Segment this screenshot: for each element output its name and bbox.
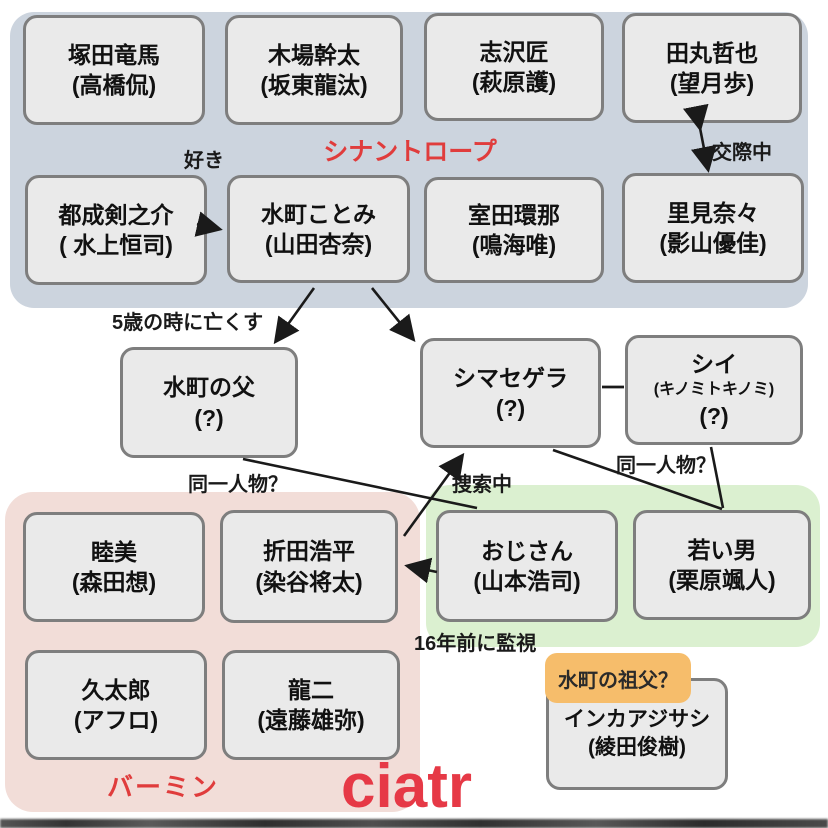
character-box-father: 水町の父 (?)	[120, 347, 298, 458]
relation-label-kousai: 交際中	[712, 142, 772, 164]
ciatr-logo: ciatr	[341, 752, 472, 821]
character-actor: (?)	[194, 404, 224, 431]
character-actor: (高橋侃)	[71, 72, 157, 98]
character-box-mizumachi: 水町ことみ (山田杏奈)	[227, 175, 410, 283]
character-actor: (鳴海唯)	[471, 232, 557, 258]
character-name: シマセゲラ	[453, 364, 568, 391]
character-box-satomi: 里見奈々 (影山優佳)	[622, 173, 804, 283]
character-actor: (森田想)	[71, 569, 157, 595]
group-title-vermin: バーミン	[106, 772, 219, 802]
bottom-edge-strip	[0, 819, 828, 828]
character-box-shizawa: 志沢匠 (萩原護)	[424, 13, 604, 121]
character-name: インカアジサシ	[563, 708, 711, 732]
character-actor: (影山優佳)	[659, 230, 767, 256]
character-actor: (遠藤雄弥)	[257, 707, 365, 733]
character-name: 折田浩平	[263, 538, 355, 565]
character-alias: (キノミトキノミ)	[653, 381, 775, 399]
character-name: 里見奈々	[667, 199, 759, 226]
character-actor: (山田杏奈)	[264, 231, 373, 257]
character-name: 塚田竜馬	[68, 41, 160, 68]
character-name: 志沢匠	[479, 38, 549, 65]
character-name: 都成剣之介	[58, 201, 174, 228]
relation-label-same-person-2: 同一人物？	[616, 455, 716, 477]
grandfather-tag: 水町の祖父？	[545, 653, 691, 703]
character-actor: ( 水上恒司)	[59, 232, 173, 258]
character-actor: (萩原護)	[471, 69, 557, 95]
character-name: 龍二	[288, 676, 334, 703]
character-actor: (アフロ)	[73, 707, 159, 733]
character-name: シイ	[691, 351, 737, 378]
character-actor: (綾田俊樹)	[588, 736, 686, 759]
character-box-kyutaro: 久太郎 (アフロ)	[25, 650, 207, 760]
character-actor: (坂東龍汰)	[260, 72, 368, 98]
character-name: 室田環那	[468, 201, 560, 228]
character-box-ojisan: おじさん (山本浩司)	[436, 510, 618, 622]
character-name: 木場幹太	[268, 41, 360, 68]
character-name: 若い男	[687, 536, 757, 563]
character-name: 久太郎	[81, 676, 151, 703]
character-actor: (?)	[699, 402, 729, 429]
character-box-shimasegera: シマセゲラ (?)	[420, 338, 601, 448]
character-box-wakai-otoko: 若い男 (栗原颯人)	[633, 510, 811, 620]
character-actor: (?)	[495, 395, 526, 421]
character-actor: (山本浩司)	[473, 568, 581, 594]
character-actor: (染谷将太)	[255, 568, 363, 595]
character-name: 睦美	[91, 538, 137, 565]
relation-label-suki: 好き	[184, 150, 224, 172]
character-actor: (栗原颯人)	[668, 567, 776, 593]
character-box-kiba: 木場幹太 (坂東龍汰)	[225, 15, 403, 125]
character-name: おじさん	[481, 537, 573, 564]
relation-label-kanshi16: 16年前に監視	[414, 633, 537, 655]
character-box-tonari: 都成剣之介 ( 水上恒司)	[25, 175, 207, 285]
character-box-ryuji: 龍二 (遠藤雄弥)	[222, 650, 400, 760]
character-name: 水町ことみ	[261, 200, 376, 227]
character-box-shii: シイ (キノミトキノミ) (?)	[625, 335, 803, 445]
group-title-sinanthrope: シナントロープ	[323, 138, 497, 166]
character-box-orita: 折田浩平 (染谷将太)	[220, 510, 398, 623]
character-name: 水町の父	[163, 374, 255, 401]
relation-label-same-person-1: 同一人物？	[188, 474, 288, 496]
character-box-tsukada: 塚田竜馬 (高橋侃)	[23, 15, 205, 125]
relation-label-shinu5: 5歳の時に亡くす	[112, 312, 264, 334]
character-box-mutsumi: 睦美 (森田想)	[23, 512, 205, 622]
character-name: 田丸哲也	[666, 39, 758, 66]
relation-label-sousaku: 捜索中	[452, 474, 512, 496]
character-actor: (望月歩)	[669, 70, 755, 96]
character-box-tamaru: 田丸哲也 (望月歩)	[622, 13, 802, 123]
character-box-murota: 室田環那 (鳴海唯)	[424, 177, 604, 283]
